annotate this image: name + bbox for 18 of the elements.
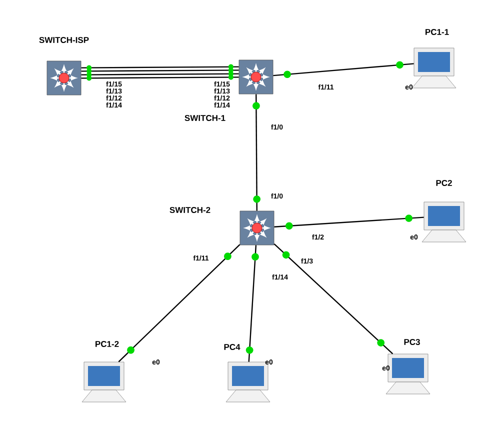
device-name: SWITCH-2 [170, 207, 210, 213]
cable [81, 64, 239, 70]
device-name: PC4 [224, 344, 240, 350]
cable [246, 245, 259, 362]
cable [118, 244, 240, 362]
cable [274, 243, 394, 354]
device-name: SWITCH-ISP [39, 37, 89, 43]
cable [81, 71, 239, 78]
cable [273, 61, 414, 78]
cable [252, 94, 260, 211]
cable [274, 214, 424, 230]
device-name: PC2 [436, 180, 452, 186]
device-name: PC3 [404, 339, 420, 346]
device-name: SWITCH-1 [184, 115, 226, 121]
cable [81, 74, 239, 81]
cable [81, 68, 239, 74]
device-name: PC1-1 [426, 29, 449, 35]
device-name: PC1-2 [96, 341, 119, 347]
